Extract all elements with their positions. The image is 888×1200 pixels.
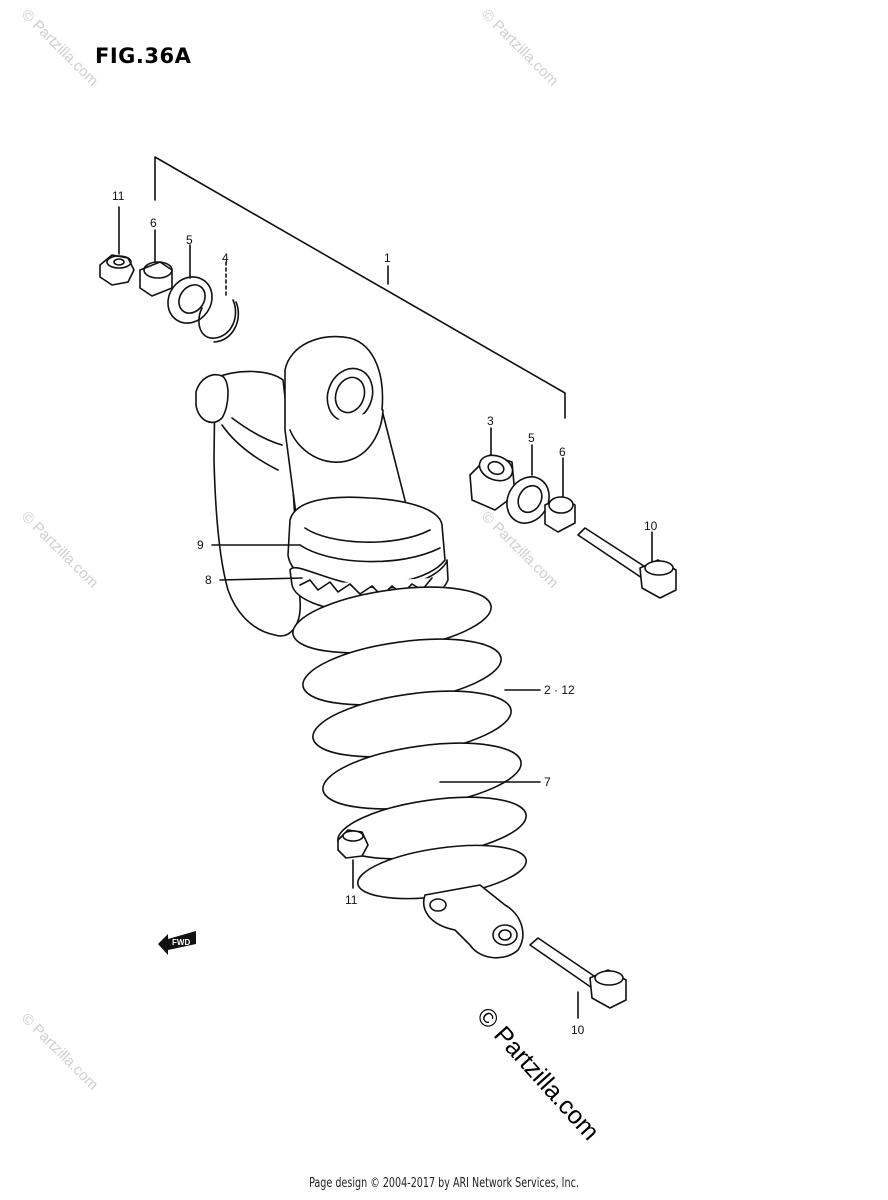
- circlip-4: [198, 261, 240, 343]
- bolt-10-lower: [529, 937, 627, 1019]
- callout-3: 3: [487, 414, 494, 428]
- callout-6-right: 6: [559, 445, 566, 459]
- nut-11-bottom: [337, 829, 369, 889]
- callout-9: 9: [197, 538, 204, 552]
- callout-5-top: 5: [186, 233, 193, 247]
- reservoir: [195, 370, 301, 637]
- callout-11-top: 11: [112, 189, 125, 203]
- callout-10-lower: 10: [571, 1023, 585, 1037]
- figure-title: FIG.36A: [95, 44, 192, 68]
- shock-upper-mount: [284, 335, 411, 551]
- coil-spring: [292, 586, 528, 900]
- assembly-bracket-line: [154, 156, 566, 419]
- callout-1: 1: [384, 251, 391, 265]
- callout-5-right: 5: [528, 431, 535, 445]
- callout-leader-8: [219, 577, 303, 581]
- nut-11-top: [99, 206, 135, 286]
- shock-lower-mount: [423, 884, 524, 959]
- bolt-10-upper: [577, 527, 677, 599]
- callout-8: 8: [205, 573, 212, 587]
- adjuster-ring-9: [287, 496, 446, 588]
- callout-4: 4: [222, 251, 229, 265]
- fwd-arrow-icon: FWD: [158, 931, 196, 955]
- bearing-3: [469, 427, 516, 511]
- callout-10-upper: 10: [644, 519, 658, 533]
- page-footer: Page design © 2004-2017 by ARI Network S…: [309, 1176, 579, 1191]
- callout-7: 7: [544, 775, 551, 789]
- callout-2-12: 2 · 12: [544, 683, 575, 697]
- collar-6-top: [139, 229, 173, 297]
- callout-11-bottom: 11: [345, 893, 358, 907]
- fwd-label: FWD: [172, 938, 190, 947]
- collar-6-right: [544, 457, 576, 533]
- callout-6-top: 6: [150, 216, 157, 230]
